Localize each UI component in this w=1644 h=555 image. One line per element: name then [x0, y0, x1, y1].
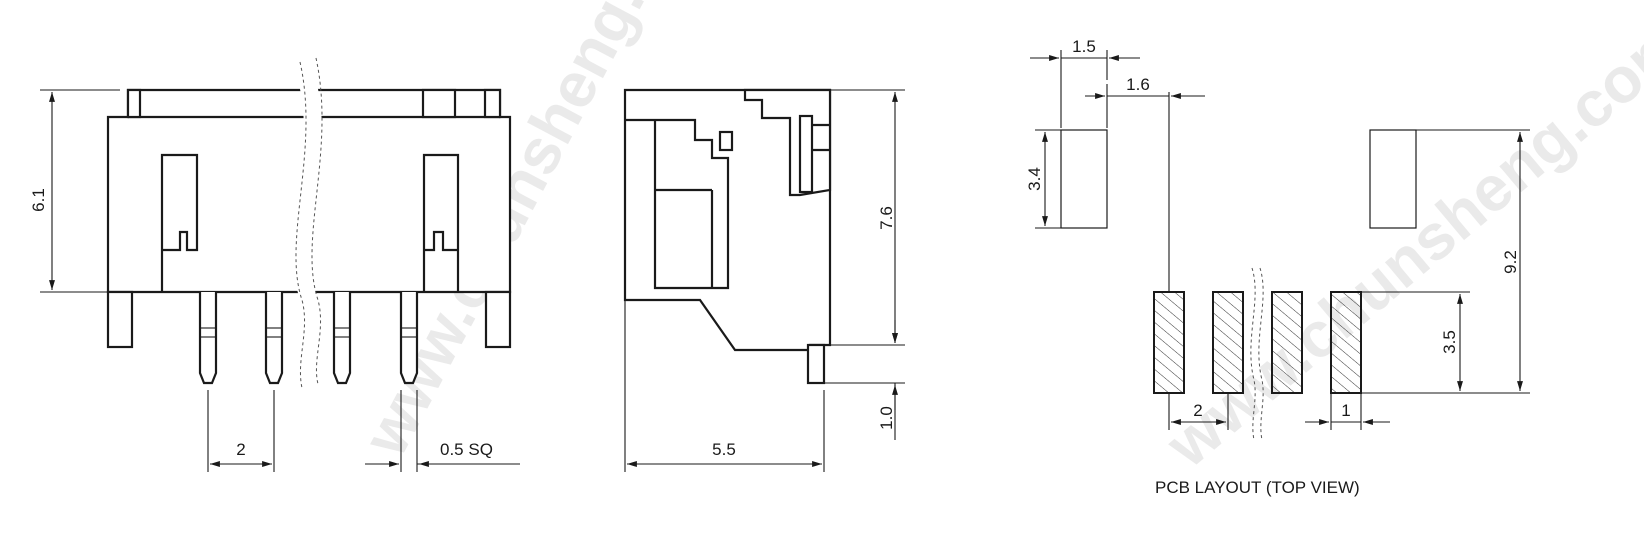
front-left-leg	[106, 290, 134, 349]
front-right-slot	[422, 153, 460, 292]
pcb-dim-pitch-label: 2	[1193, 401, 1202, 420]
front-left-slot	[160, 153, 199, 292]
side-dim-depth: 5.5	[624, 300, 825, 472]
pcb-dim-offset-label: 1.6	[1126, 75, 1150, 94]
front-view: 6.1 2 0.5 SQ	[29, 57, 520, 472]
pcb-dim-span: 9.2	[1361, 129, 1530, 394]
front-right-corner	[483, 88, 502, 119]
side-pin-tail	[806, 343, 826, 385]
front-dim-height: 6.1	[29, 89, 120, 293]
pcb-dim-mount-width-label: 1.5	[1072, 37, 1096, 56]
front-left-tab	[126, 88, 142, 119]
pcb-dim-mount-height-label: 3.4	[1025, 167, 1044, 191]
front-right-leg	[484, 290, 512, 349]
side-dim-depth-label: 5.5	[712, 440, 736, 459]
pcb-dim-mount-width: 1.5	[1030, 37, 1140, 128]
pcb-layout-caption: PCB LAYOUT (TOP VIEW)	[1155, 478, 1360, 497]
pcb-dim-mount-height: 3.4	[1025, 129, 1061, 229]
front-break-line-1	[295, 61, 307, 389]
side-latch-slot	[798, 114, 814, 194]
front-dim-pitch: 2	[207, 390, 275, 472]
watermark-2: www.chunsheng.com	[1152, 4, 1644, 481]
pcb-signal-pads	[1153, 291, 1362, 394]
pcb-signal-pad-3	[1271, 291, 1303, 394]
front-dim-height-label: 6.1	[29, 188, 48, 212]
pcb-mount-pad-left	[1060, 129, 1108, 229]
front-dim-pin-label: 0.5 SQ	[440, 440, 493, 459]
side-view: 7.6 1.0 5.5	[623, 88, 905, 472]
front-dim-pin: 0.5 SQ	[365, 390, 520, 472]
pcb-break-line-1	[1250, 267, 1256, 441]
side-dim-tail: 1.0	[824, 320, 905, 440]
front-dim-pitch-label: 2	[236, 440, 245, 459]
pcb-signal-pad-4	[1330, 291, 1362, 394]
front-break-gap	[293, 80, 323, 300]
pcb-signal-pad-2	[1212, 291, 1244, 394]
pcb-dim-signal-width-label: 1	[1341, 401, 1350, 420]
side-dim-height-label: 7.6	[877, 206, 896, 230]
front-pins	[198, 292, 419, 385]
pcb-dim-pitch: 2	[1168, 393, 1229, 430]
pcb-signal-pad-1	[1153, 291, 1185, 394]
pcb-dim-signal-width: 1	[1305, 393, 1390, 430]
pcb-layout: 1.5 1.6 3.4 9.2 3.5	[1025, 37, 1530, 497]
front-break-line-2	[311, 57, 323, 385]
side-dim-height: 7.6	[830, 89, 905, 346]
side-inner-cavity	[625, 118, 730, 290]
pcb-dim-signal-height-label: 3.5	[1440, 330, 1459, 354]
pcb-dim-span-label: 9.2	[1501, 250, 1520, 274]
front-right-tab	[421, 88, 457, 119]
side-latch-nub	[718, 130, 734, 152]
pcb-dim-offset: 1.6	[1085, 75, 1205, 292]
pcb-break-line-2	[1258, 267, 1264, 441]
pcb-dim-signal-height: 3.5	[1361, 291, 1470, 391]
watermark-group: www.chunsheng.com www.chunsheng.com	[348, 0, 1644, 481]
side-dim-tail-label: 1.0	[877, 406, 896, 430]
